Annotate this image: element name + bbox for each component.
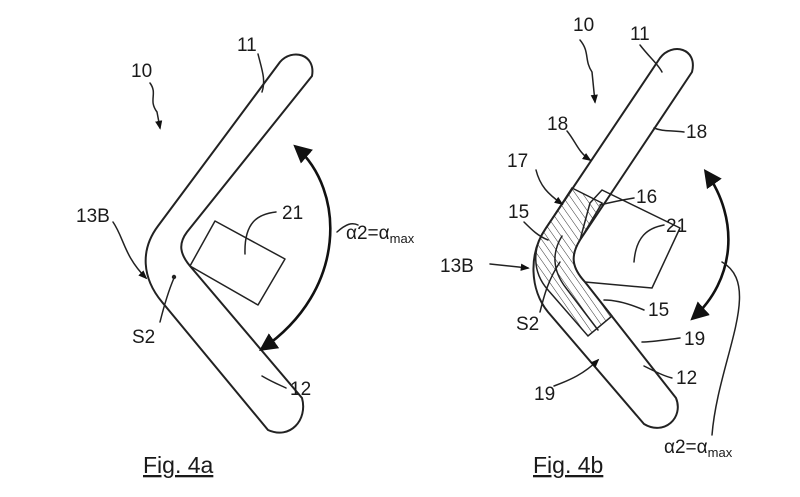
label-13b: 13B xyxy=(76,206,110,227)
leader-16 xyxy=(599,197,635,206)
leader-12 xyxy=(261,375,287,389)
label-alpha-4b: α2=αmax xyxy=(664,437,733,460)
point-s2-marker xyxy=(171,274,177,280)
leader-15b xyxy=(603,299,645,311)
label-18b: 18 xyxy=(686,122,707,143)
label-18a: 18 xyxy=(547,114,568,135)
leader-s2 xyxy=(159,277,175,323)
bent-part-outline-4b xyxy=(532,48,694,429)
leader-19a xyxy=(641,337,681,343)
leader-13b xyxy=(112,221,148,280)
label-21: 21 xyxy=(282,203,303,224)
leader-10 xyxy=(149,82,163,130)
label-19b: 19 xyxy=(534,384,555,405)
angle-arrow-4b xyxy=(690,169,730,321)
label-11-4b: 11 xyxy=(630,24,650,45)
leader-12-4b xyxy=(643,365,673,379)
caption-fig-4b: Fig. 4b xyxy=(533,452,603,478)
plate-21 xyxy=(189,220,286,306)
label-13b-4b: 13B xyxy=(440,256,474,277)
leader-18a xyxy=(566,130,592,161)
leader-18b xyxy=(653,127,685,133)
label-21-4b: 21 xyxy=(666,216,687,237)
label-17: 17 xyxy=(507,151,528,172)
figure-4a: 10 11 13B 21 S2 12 α2=αmax Fig. 4a xyxy=(76,35,415,478)
plate-21-4b xyxy=(573,189,681,289)
leader-alpha-4a xyxy=(336,222,359,233)
label-10-4b: 10 xyxy=(573,15,594,36)
leader-alpha-4b xyxy=(711,261,741,436)
inner-contour-4b xyxy=(554,235,599,331)
leader-13b-4b xyxy=(489,263,530,271)
label-16: 16 xyxy=(636,187,657,208)
label-15a: 15 xyxy=(508,202,529,223)
leader-21-4b xyxy=(633,224,665,263)
leader-19b xyxy=(553,358,600,387)
leader-21 xyxy=(244,211,277,255)
label-15b: 15 xyxy=(648,300,669,321)
label-alpha-4a: α2=αmax xyxy=(346,223,415,246)
leader-15a xyxy=(523,221,549,241)
label-s2-4b: S2 xyxy=(516,314,539,335)
angle-arrow-4a xyxy=(259,144,332,352)
label-12: 12 xyxy=(290,379,311,400)
leader-11 xyxy=(257,53,265,93)
label-11: 11 xyxy=(237,35,257,56)
label-19a: 19 xyxy=(684,329,705,350)
label-s2: S2 xyxy=(132,327,155,348)
figure-4b: 10 11 18 18 17 16 15 21 13B S2 15 19 19 … xyxy=(440,15,741,478)
leader-10-4b xyxy=(579,39,598,104)
label-10: 10 xyxy=(131,61,152,82)
bent-part-outline xyxy=(144,53,314,434)
leader-17 xyxy=(535,169,564,206)
label-12-4b: 12 xyxy=(676,368,697,389)
caption-fig-4a: Fig. 4a xyxy=(143,452,214,478)
leader-s2-4b xyxy=(539,261,561,313)
leader-11-4b xyxy=(639,44,663,73)
